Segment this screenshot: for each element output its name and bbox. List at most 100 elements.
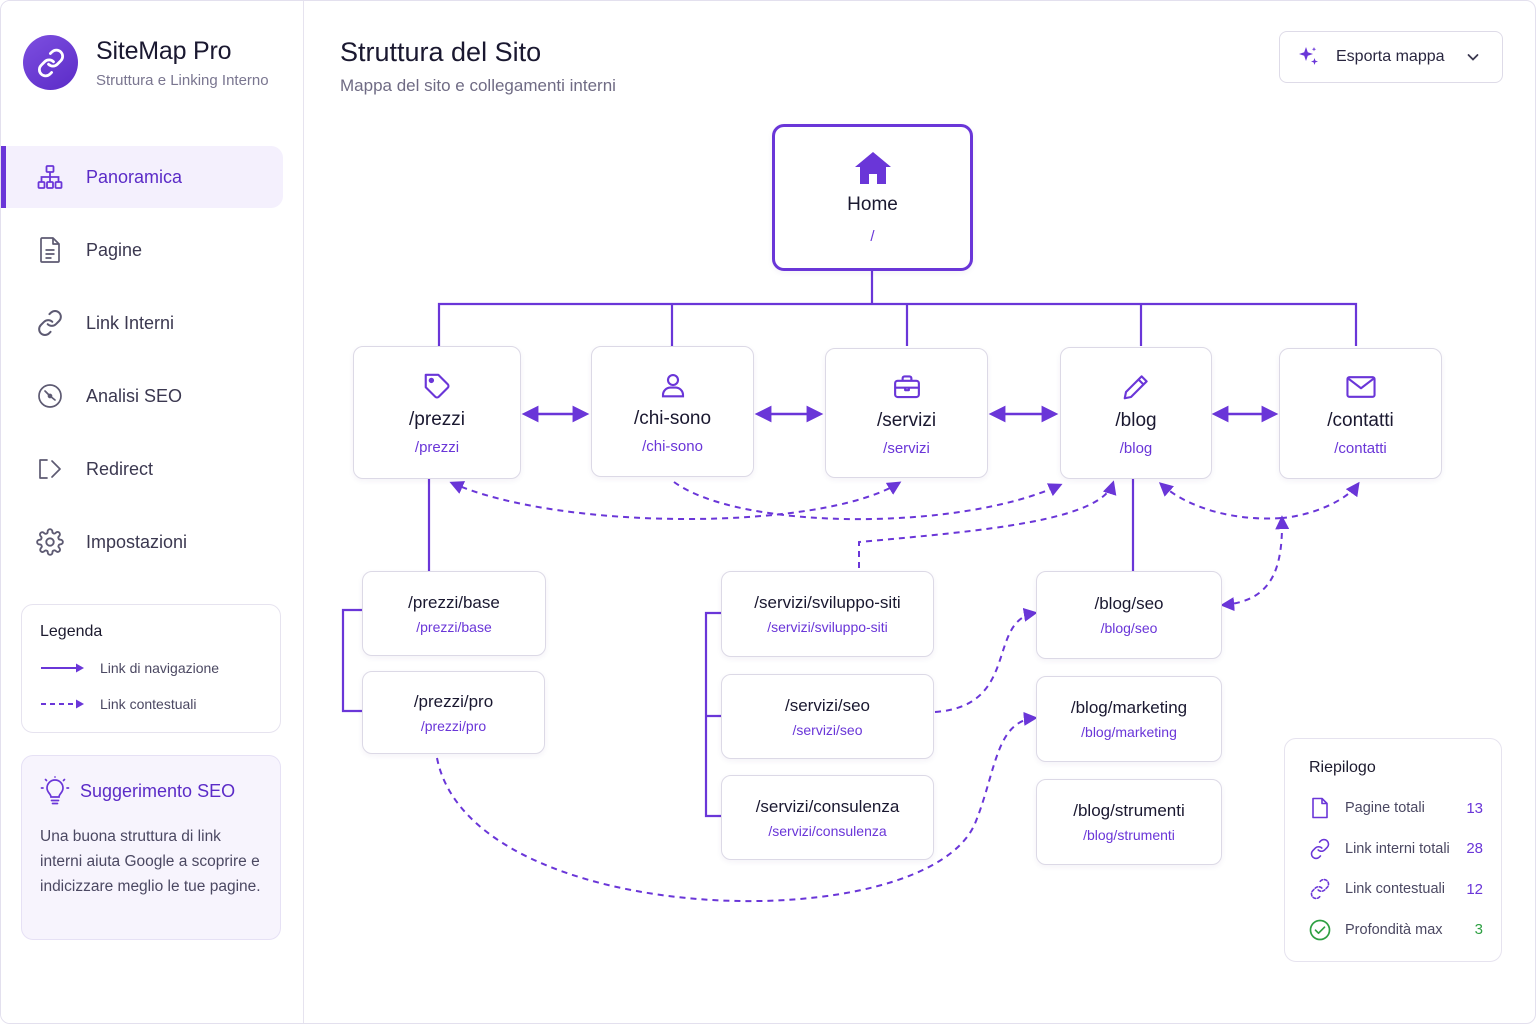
summary-card: Riepilogo Pagine totali 13 Link interni … xyxy=(1284,738,1502,962)
node-prezzi[interactable]: /prezzi /prezzi xyxy=(353,346,521,479)
briefcase-icon xyxy=(893,374,920,398)
summary-label: Profondità max xyxy=(1345,921,1443,938)
node-path: /servizi/seo xyxy=(792,721,863,738)
summary-title: Riepilogo xyxy=(1309,759,1376,776)
node-blog-marketing[interactable]: /blog/marketing /blog/marketing xyxy=(1036,676,1222,762)
summary-row-contextual: Link contestuali 12 xyxy=(1309,874,1483,904)
node-path: /contatti xyxy=(1334,440,1387,457)
dashed-link-icon xyxy=(1310,878,1330,900)
node-prezzi-pro[interactable]: /prezzi/pro /prezzi/pro xyxy=(362,671,545,754)
link-logo-icon xyxy=(23,35,78,90)
link-icon xyxy=(35,308,65,338)
brand-subtitle: Struttura e Linking Interno xyxy=(96,71,269,89)
node-path: /prezzi xyxy=(414,439,460,456)
node-title: /prezzi/base xyxy=(408,592,500,612)
node-path: /blog/strumenti xyxy=(1083,827,1175,843)
node-title: /blog/strumenti xyxy=(1073,801,1185,820)
sidebar-item-panoramica[interactable]: Panoramica xyxy=(1,146,283,208)
tip-title: Suggerimento SEO xyxy=(80,780,236,801)
chevron-down-icon xyxy=(1467,54,1479,61)
node-blog[interactable]: /blog /blog xyxy=(1060,347,1212,479)
sidebar-item-analisi-seo[interactable]: Analisi SEO xyxy=(1,365,304,427)
sidebar-item-redirect[interactable]: Redirect xyxy=(1,438,304,500)
node-title: Home xyxy=(847,194,898,215)
node-title: /chi-sono xyxy=(633,408,712,429)
gear-icon xyxy=(35,527,65,557)
page-title: Struttura del Sito xyxy=(340,37,542,67)
node-title: /servizi/sviluppo-siti xyxy=(754,593,901,612)
legend-card: Legenda Link di navigazione Link contest… xyxy=(21,604,281,733)
node-path: /blog/seo xyxy=(1100,620,1158,636)
node-path: /prezzi/base xyxy=(416,618,492,635)
user-icon xyxy=(661,373,684,398)
brand[interactable]: SiteMap Pro Struttura e Linking Interno xyxy=(23,35,269,90)
dashed-arrow-icon xyxy=(41,699,84,709)
summary-value: 12 xyxy=(1466,880,1483,898)
sitemap-icon xyxy=(35,162,65,192)
summary-row-depth: Profondità max 3 xyxy=(1309,915,1483,945)
node-servizi-sviluppo-siti[interactable]: /servizi/sviluppo-siti /servizi/sviluppo… xyxy=(721,571,934,657)
tag-icon xyxy=(424,373,450,399)
node-title: /blog xyxy=(1115,409,1157,431)
sidebar-item-impostazioni[interactable]: Impostazioni xyxy=(1,511,304,573)
node-path: /prezzi/pro xyxy=(420,717,487,734)
node-home[interactable]: Home / xyxy=(772,124,973,271)
sidebar-item-label: Analisi SEO xyxy=(86,385,183,406)
tip-body: Una buona struttura di link interni aiut… xyxy=(40,828,261,895)
node-contatti[interactable]: /contatti /contatti xyxy=(1279,348,1442,479)
node-servizi-seo[interactable]: /servizi/seo /servizi/seo xyxy=(721,674,934,759)
summary-label: Link interni totali xyxy=(1345,840,1450,857)
sidebar: SiteMap Pro Struttura e Linking Interno … xyxy=(1,1,304,1023)
sidebar-item-link-interni[interactable]: Link Interni xyxy=(1,292,304,354)
node-path: /blog/marketing xyxy=(1081,724,1177,740)
node-title: /blog/seo xyxy=(1094,594,1164,613)
summary-label: Link contestuali xyxy=(1345,881,1445,897)
legend-context-link: Link contestuali xyxy=(40,691,262,717)
summary-row-links: Link interni totali 28 xyxy=(1309,834,1483,864)
node-title: /contatti xyxy=(1327,410,1394,431)
export-map-button[interactable]: Esporta mappa xyxy=(1279,31,1503,83)
legend-nav-link: Link di navigazione xyxy=(40,655,262,681)
node-title: /blog/marketing xyxy=(1070,698,1188,717)
node-chi-sono[interactable]: /chi-sono /chi-sono xyxy=(591,346,754,477)
node-prezzi-base[interactable]: /prezzi/base /prezzi/base xyxy=(362,571,546,656)
node-path: /servizi/sviluppo-siti xyxy=(767,619,888,635)
sidebar-nav: Panoramica Pagine Link I xyxy=(1,146,304,584)
home-icon xyxy=(854,152,891,184)
node-blog-seo[interactable]: /blog/seo /blog/seo xyxy=(1036,571,1222,659)
summary-value: 28 xyxy=(1466,840,1483,857)
sidebar-item-label: Impostazioni xyxy=(86,531,188,552)
node-servizi-consulenza[interactable]: /servizi/consulenza /servizi/consulenza xyxy=(721,775,934,860)
sidebar-item-label: Redirect xyxy=(86,458,154,479)
redirect-icon xyxy=(35,454,65,484)
node-servizi[interactable]: /servizi /servizi xyxy=(825,348,988,478)
sidebar-item-pagine[interactable]: Pagine xyxy=(1,219,304,281)
sidebar-item-label: Link Interni xyxy=(86,312,175,333)
check-circle-icon xyxy=(1309,919,1331,940)
node-title: /servizi/seo xyxy=(784,695,871,715)
link-icon xyxy=(1310,838,1330,859)
document-icon xyxy=(1312,797,1328,819)
sidebar-item-label: Panoramica xyxy=(86,166,183,187)
legend-nav-label: Link di navigazione xyxy=(100,660,220,676)
brand-name: SiteMap Pro xyxy=(96,36,232,65)
export-label: Esporta mappa xyxy=(1336,48,1445,65)
summary-row-pages: Pagine totali 13 xyxy=(1309,793,1483,823)
sidebar-item-label: Pagine xyxy=(86,239,143,260)
summary-label: Pagine totali xyxy=(1345,800,1425,816)
seo-tip-card: Suggerimento SEO Una buona struttura di … xyxy=(21,755,281,940)
node-path: /chi-sono xyxy=(642,438,703,455)
sparkle-icon xyxy=(1299,47,1318,65)
node-title: /prezzi/pro xyxy=(413,691,494,711)
mail-icon xyxy=(1345,376,1376,398)
legend-context-label: Link contestuali xyxy=(100,696,197,712)
summary-value: 3 xyxy=(1474,921,1483,938)
pencil-icon xyxy=(1123,374,1148,399)
document-icon xyxy=(35,235,65,265)
node-path: / xyxy=(870,228,875,245)
node-path: /servizi/consulenza xyxy=(768,822,887,839)
summary-value: 13 xyxy=(1466,799,1483,817)
legend-title: Legenda xyxy=(40,623,103,640)
node-blog-strumenti[interactable]: /blog/strumenti /blog/strumenti xyxy=(1036,779,1222,865)
